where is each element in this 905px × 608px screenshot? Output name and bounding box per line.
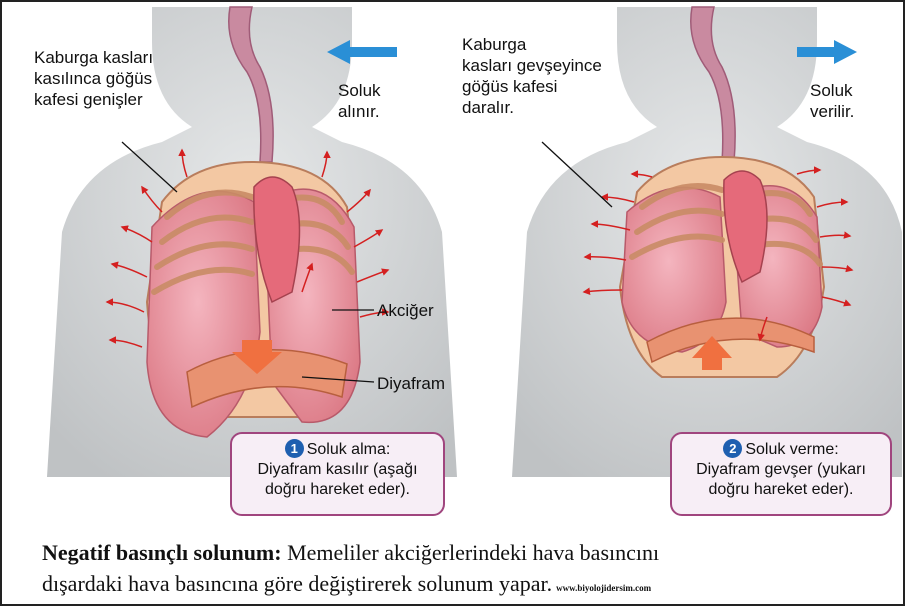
inhale-box-title: Soluk alma: <box>307 441 391 458</box>
inhale-box-title-row: 1Soluk alma: <box>236 439 439 460</box>
exhale-rib-label: Kaburga kasları gevşeyince göğüs kafesi … <box>462 34 602 118</box>
exhale-breath-line-2: verilir. <box>810 101 854 122</box>
caption: Negatif basınçlı solunum: Memeliler akci… <box>42 537 872 604</box>
diaphragm-label: Diyafram <box>377 373 445 394</box>
caption-line-1: Negatif basınçlı solunum: Memeliler akci… <box>42 537 872 568</box>
caption-line-1-text: Memeliler akciğerlerindeki hava basıncın… <box>282 540 660 565</box>
caption-bold-term: Negatif basınçlı solunum: <box>42 540 282 565</box>
caption-line-2-text: dışardaki hava basıncına göre değiştirer… <box>42 571 552 596</box>
inhale-breath-line-1: Soluk <box>338 80 381 101</box>
exhale-breath-label: Soluk verilir. <box>810 80 854 122</box>
inhale-rib-line-1: Kaburga kasları <box>34 47 153 68</box>
exhale-breath-line-1: Soluk <box>810 80 854 101</box>
website-watermark: www.biyolojidersim.com <box>556 583 651 593</box>
exhale-box-title-row: 2Soluk verme: <box>676 439 886 460</box>
step-two-badge: 2 <box>723 439 742 458</box>
inhale-breath-label: Soluk alınır. <box>338 80 381 122</box>
inhale-box-line-1: Diyafram kasılır (aşağı <box>236 460 439 480</box>
caption-line-2: dışardaki hava basıncına göre değiştirer… <box>42 568 872 604</box>
exhale-rib-line-3: göğüs kafesi <box>462 76 602 97</box>
inhale-rib-line-3: kafesi genişler <box>34 89 153 110</box>
exhale-info-box: 2Soluk verme: Diyafram gevşer (yukarı do… <box>670 432 892 516</box>
inhale-info-box: 1Soluk alma: Diyafram kasılır (aşağı doğ… <box>230 432 445 516</box>
exhale-rib-line-1: Kaburga <box>462 34 602 55</box>
exhale-rib-line-4: daralır. <box>462 97 602 118</box>
inhale-box-line-2: doğru hareket eder). <box>236 480 439 500</box>
exhale-box-line-2: doğru hareket eder). <box>676 480 886 500</box>
inhale-rib-label: Kaburga kasları kasılınca göğüs kafesi g… <box>34 47 153 110</box>
step-one-badge: 1 <box>285 439 304 458</box>
exhale-rib-line-2: kasları gevşeyince <box>462 55 602 76</box>
inhale-breath-line-2: alınır. <box>338 101 381 122</box>
inhale-rib-line-2: kasılınca göğüs <box>34 68 153 89</box>
exhale-box-line-1: Diyafram gevşer (yukarı <box>676 460 886 480</box>
lung-label: Akciğer <box>377 300 434 321</box>
exhale-box-title: Soluk verme: <box>745 441 838 458</box>
